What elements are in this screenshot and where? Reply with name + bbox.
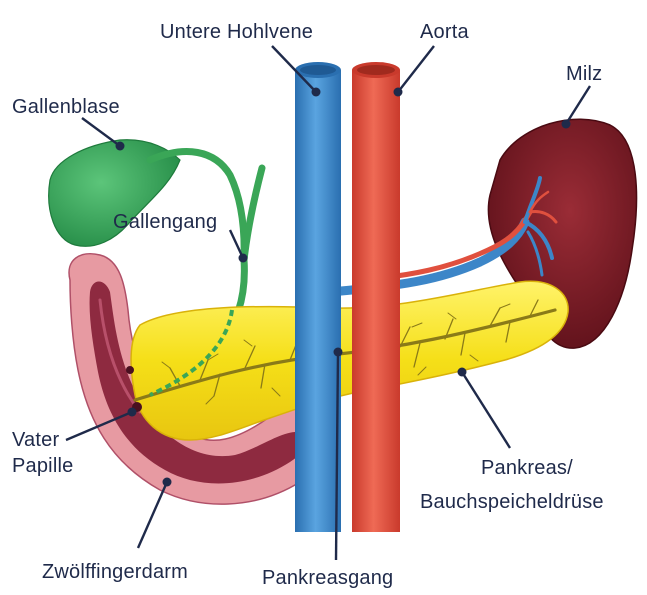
hepatic-duct xyxy=(244,168,262,260)
label-duodenum: Zwölffingerdarm xyxy=(42,560,188,584)
label-pancreas-line1: Pankreas/ xyxy=(481,456,573,480)
vena-cava-lumen xyxy=(300,65,336,75)
label-inferior-vena-cava: Untere Hohlvene xyxy=(160,20,313,44)
label-papilla-line1: Vater xyxy=(12,428,59,452)
label-aorta: Aorta xyxy=(420,20,469,44)
papilla-opening-1 xyxy=(126,366,134,374)
label-gallbladder: Gallenblase xyxy=(12,95,120,119)
label-pancreas-line2: Bauchspeicheldrüse xyxy=(420,490,604,514)
label-papilla-line2: Papille xyxy=(12,454,73,478)
inferior-vena-cava-shape xyxy=(295,70,341,532)
aorta-lumen xyxy=(357,65,395,75)
label-spleen: Milz xyxy=(566,62,602,86)
aorta-shape xyxy=(352,70,400,532)
label-pancreatic-duct: Pankreasgang xyxy=(262,566,393,590)
label-bile-duct: Gallengang xyxy=(113,210,217,234)
